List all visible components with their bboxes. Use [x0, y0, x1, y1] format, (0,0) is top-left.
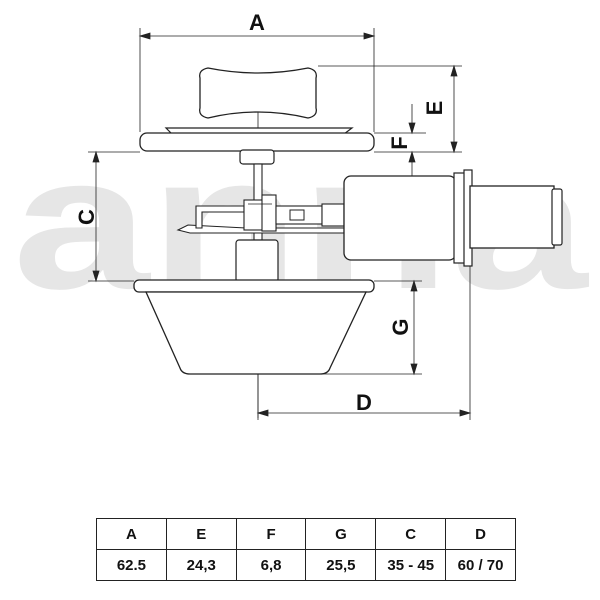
- table-header-cell: A: [96, 518, 167, 550]
- dimension-a: [138, 28, 376, 132]
- table-value-cell: 24,3: [165, 549, 237, 581]
- table-header-cell: G: [305, 518, 377, 550]
- dimension-f: [374, 104, 426, 176]
- collar: [239, 149, 275, 165]
- table-header-cell: C: [375, 518, 447, 550]
- table-header-row: A E F G C D: [96, 518, 516, 550]
- label-d: D: [356, 390, 372, 415]
- table-value-cell: 62.5: [96, 549, 167, 581]
- dimension-g: [322, 279, 422, 376]
- label-e: E: [422, 101, 447, 116]
- lower-neck: [235, 239, 279, 283]
- dimension-d: [256, 266, 472, 420]
- dimension-table: A E F G C D 62.5 24,3 6,8 25,5 35 - 45 6…: [96, 518, 516, 581]
- table-header-cell: F: [235, 518, 307, 550]
- table-value-cell: 35 - 45: [375, 549, 447, 581]
- table-header-cell: D: [445, 518, 516, 550]
- lower-rim: [133, 279, 375, 293]
- label-g: G: [388, 318, 413, 335]
- lower-cup: [144, 291, 368, 375]
- lock-key-tube: [469, 185, 555, 249]
- dimension-c: [88, 150, 140, 283]
- table-value-cell: 6,8: [235, 549, 307, 581]
- top-knob: [199, 67, 317, 119]
- table-value-row: 62.5 24,3 6,8 25,5 35 - 45 60 / 70: [96, 549, 516, 581]
- table-header-cell: E: [165, 518, 237, 550]
- lock-cylinder-body: [343, 175, 457, 261]
- table-value-cell: 60 / 70: [445, 549, 516, 581]
- base-plate: [139, 132, 375, 152]
- lock-key-cap: [551, 188, 563, 246]
- table-value-cell: 25,5: [305, 549, 377, 581]
- label-f: F: [387, 136, 412, 149]
- dimension-e: [318, 64, 462, 154]
- label-a: A: [249, 10, 265, 35]
- label-c: C: [74, 209, 99, 225]
- lever-mechanism: [176, 194, 345, 234]
- technical-drawing: anna A: [13, 10, 589, 420]
